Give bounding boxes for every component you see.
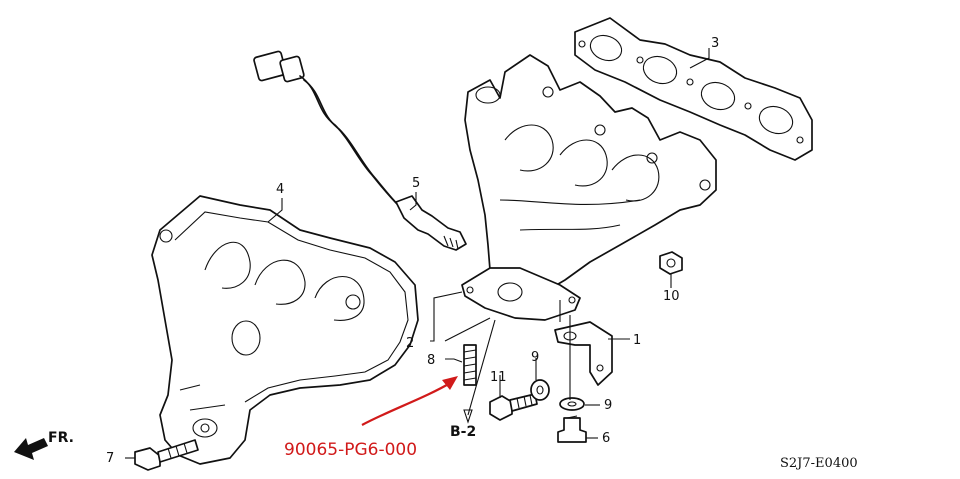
- callout-4: 4: [276, 182, 284, 197]
- reference-label: B-2: [450, 424, 476, 440]
- bracket: [554, 321, 613, 386]
- callout-9-lower: 9: [604, 398, 612, 413]
- washer-lower: [559, 397, 585, 411]
- callout-10: 10: [663, 289, 680, 304]
- stud-bolt: [463, 344, 477, 386]
- heat-shield: [151, 195, 419, 465]
- manifold-gasket: [574, 17, 813, 161]
- callout-5: 5: [412, 176, 420, 191]
- bolt-7: [134, 439, 199, 471]
- oxygen-sensor: [253, 50, 467, 251]
- front-direction-arrow: FR.: [14, 430, 74, 460]
- exhaust-manifold: [461, 54, 717, 321]
- washer-upper: [530, 379, 550, 401]
- bolt-6: [557, 415, 587, 443]
- callout-1: 1: [633, 333, 641, 348]
- direction-label: FR.: [48, 430, 74, 446]
- callout-11: 11: [490, 370, 507, 385]
- part-number-text: 90065-PG6-000: [284, 440, 417, 460]
- flange-bolt-11: [489, 393, 538, 421]
- callout-6: 6: [602, 431, 610, 446]
- flange-nut: [659, 251, 683, 275]
- callout-8: 8: [427, 353, 435, 368]
- callout-9-upper: 9: [531, 350, 539, 365]
- callout-3: 3: [711, 36, 719, 51]
- part-number-annotation: 90065-PG6-000: [284, 376, 458, 460]
- diagram-code: S2J7-E0400: [780, 456, 858, 471]
- callout-2: 2: [406, 336, 414, 351]
- callout-7: 7: [106, 451, 114, 466]
- leader-lines: [125, 48, 710, 459]
